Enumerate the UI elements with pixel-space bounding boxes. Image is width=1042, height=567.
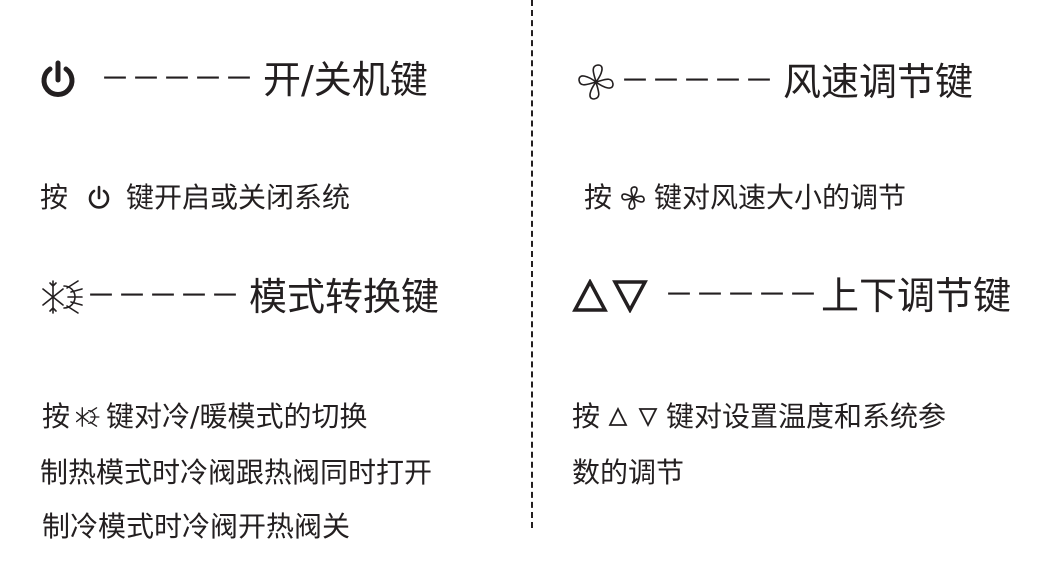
desc-suffix: 键对冷/暖模式的切换 [106, 400, 368, 433]
mode-key-title: 模式转换键 [249, 275, 440, 319]
fan-icon [620, 185, 646, 211]
mode-key-heading: －－－－－ 模式转换键 [42, 277, 439, 317]
fan-key-title: 风速调节键 [783, 60, 974, 104]
down-triangle-icon [612, 279, 648, 313]
power-key-heading: －－－－－ 开/关机键 [38, 60, 428, 100]
snowflake-sun-icon [42, 277, 84, 317]
down-triangle-icon [638, 407, 658, 427]
desc-suffix: 键对风速大小的调节 [654, 181, 907, 214]
fan-key-heading: －－－－－ 风速调节键 [576, 62, 973, 102]
desc-suffix: 键开启或关闭系统 [126, 181, 351, 214]
desc-prefix: 按 [572, 400, 601, 433]
updown-key-title: 上下调节键 [821, 274, 1012, 318]
power-icon [38, 60, 78, 100]
fan-icon [576, 62, 616, 102]
power-key-description: 按 键开启或关闭系统 [40, 184, 350, 212]
heading-dashes: －－－－－ [100, 62, 255, 97]
desc-prefix: 按 [42, 400, 71, 433]
desc-prefix: 按 [40, 181, 69, 214]
desc-suffix: 键对设置温度和系统参 [666, 400, 947, 433]
snowflake-sun-icon [76, 405, 100, 429]
fan-key-description: 按 键对风速大小的调节 [584, 184, 906, 212]
heading-dashes: －－－－－ [664, 278, 819, 313]
mode-cool-description: 制冷模式时冷阀开热阀关 [42, 510, 351, 543]
mode-key-description: 按 键对冷/暖模式的切换 [42, 403, 367, 431]
power-icon [86, 185, 112, 211]
mode-heat-description: 制热模式时冷阀跟热阀同时打开 [40, 456, 433, 489]
updown-key-description: 按 键对设置温度和系统参 [572, 403, 946, 431]
center-divider [531, 0, 533, 528]
updown-key-heading: －－－－－ 上下调节键 [572, 277, 1011, 315]
power-key-title: 开/关机键 [263, 58, 428, 102]
desc-prefix: 按 [584, 181, 613, 214]
heading-dashes: －－－－－ [86, 279, 241, 314]
up-triangle-icon [608, 407, 628, 427]
updown-key-description-continued: 数的调节 [572, 456, 685, 489]
up-triangle-icon [572, 279, 608, 313]
heading-dashes: －－－－－ [620, 64, 775, 99]
